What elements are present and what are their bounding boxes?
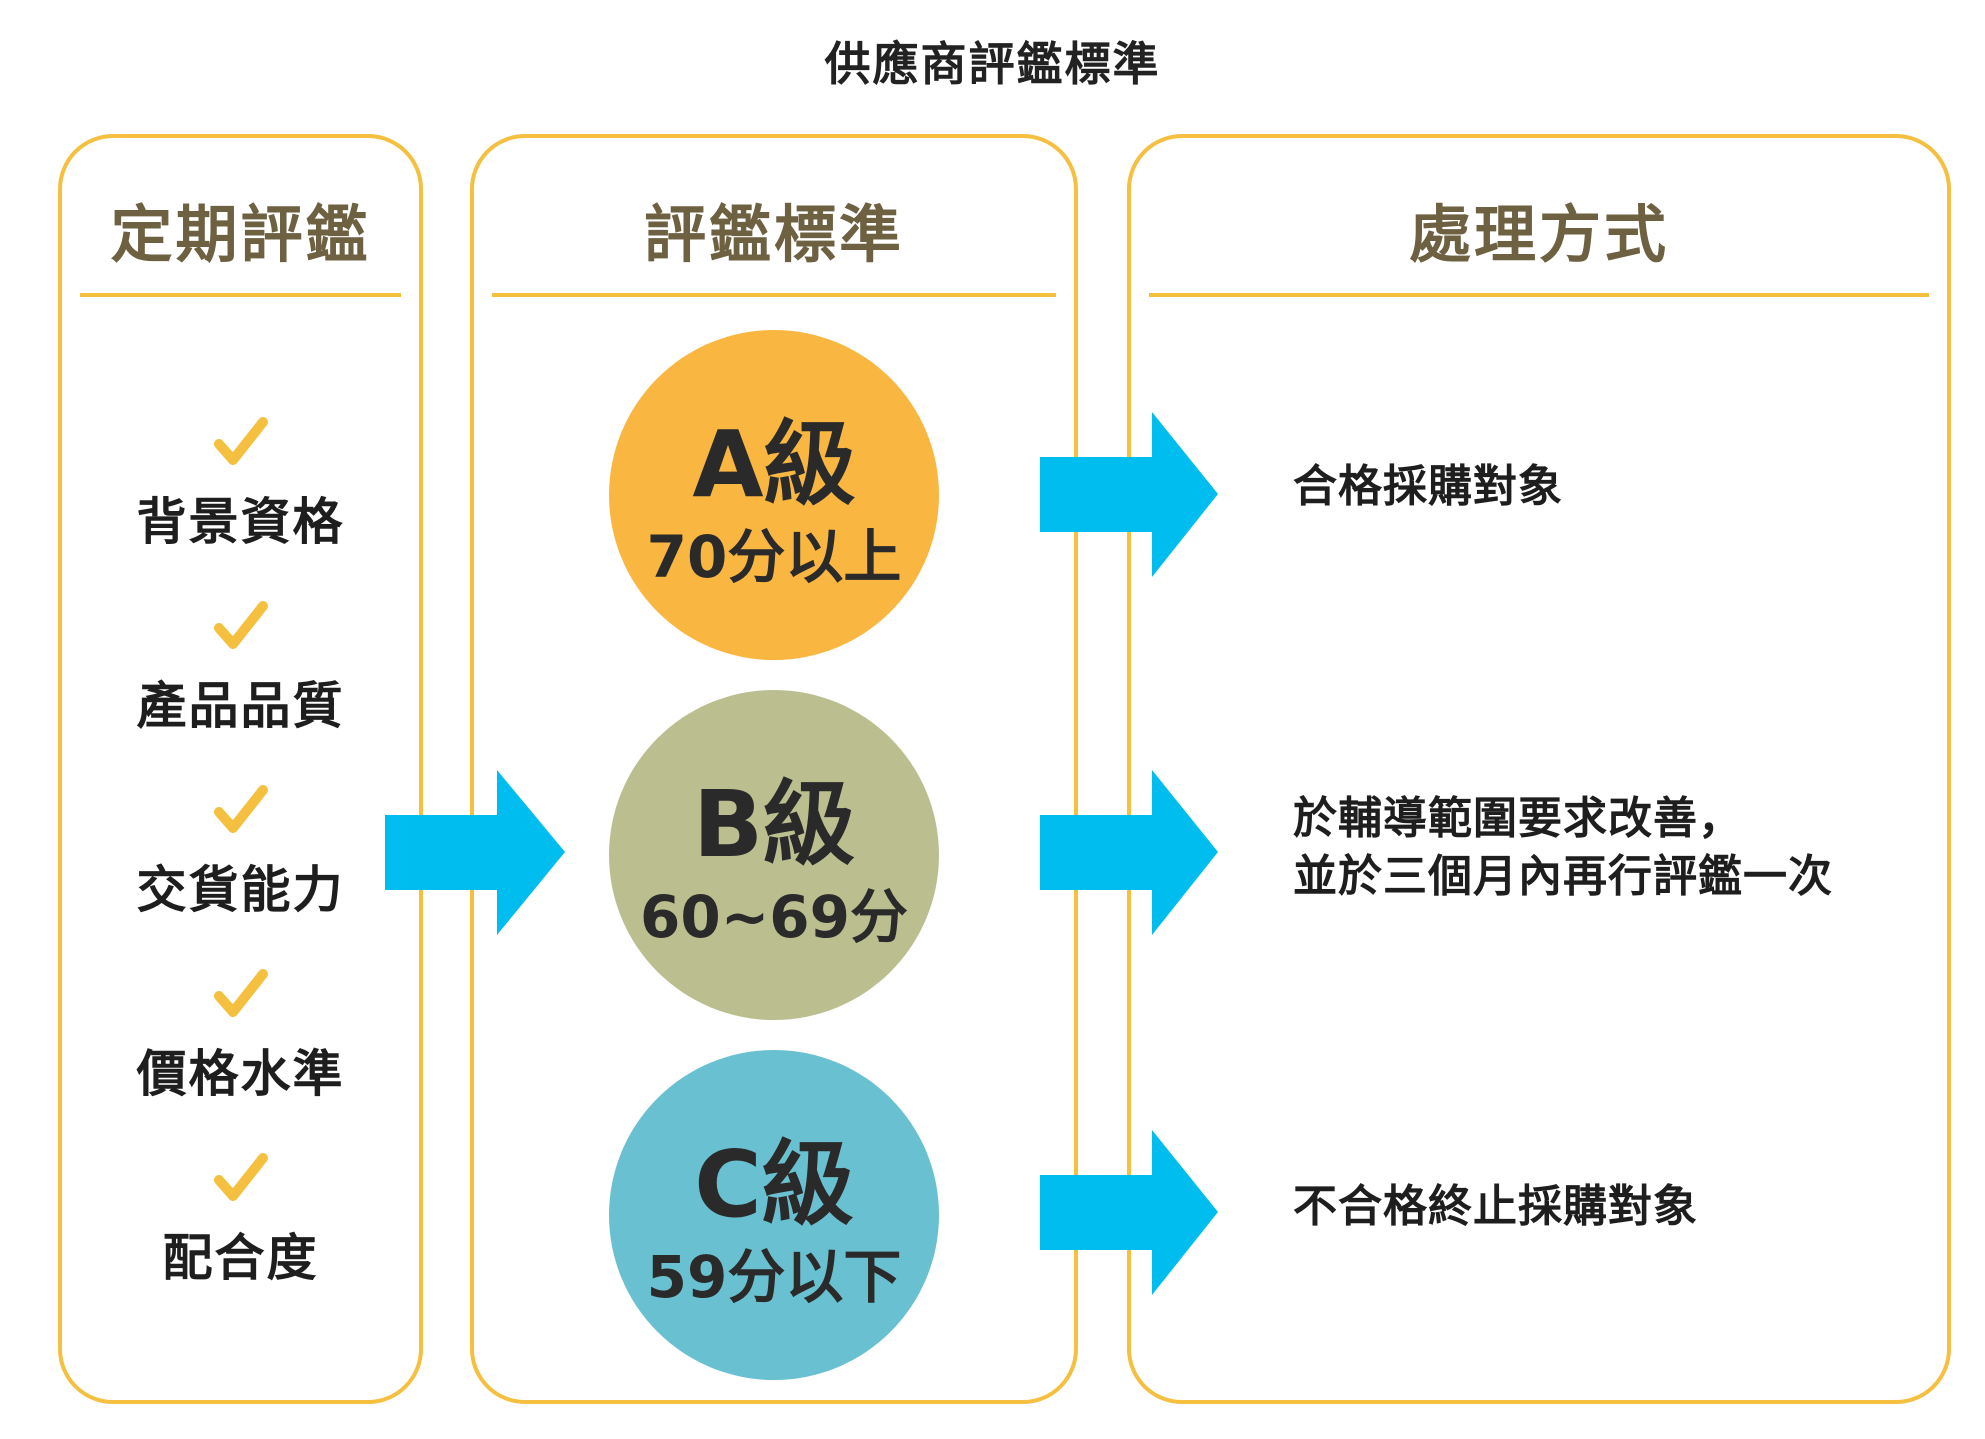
checkmark-icon — [213, 417, 268, 465]
grade-c-label: C級 — [694, 1131, 854, 1238]
criteria-label: 價格水準 — [136, 1045, 345, 1103]
action-line: 合格採購對象 — [1293, 461, 1563, 512]
evaluation-standard-header: 評鑑標準 — [643, 198, 904, 271]
handling-method-panel: 處理方式 — [1127, 134, 1951, 1404]
grade-a-label: A級 — [692, 411, 856, 518]
grade-b-range: 60~69分 — [639, 883, 909, 951]
checkmark-icon — [213, 601, 268, 649]
action-grade-c: 不合格終止採購對象 — [1293, 1178, 1698, 1236]
handling-method-header: 處理方式 — [1408, 198, 1669, 271]
grade-c-range: 59分以下 — [646, 1243, 902, 1311]
grade-a-circle: A級 70分以上 — [609, 330, 939, 660]
action-line: 於輔導範圍要求改善， — [1293, 793, 1743, 844]
action-line: 並於三個月內再行評鑑一次 — [1293, 851, 1833, 902]
criteria-label: 配合度 — [162, 1229, 319, 1287]
page-title: 供應商評鑑標準 — [824, 37, 1161, 91]
criteria-label: 交貨能力 — [136, 861, 345, 919]
action-line: 不合格終止採購對象 — [1293, 1181, 1698, 1232]
evaluation-standard-panel: 評鑑標準 — [470, 134, 1078, 1404]
grade-b-label: B級 — [692, 771, 856, 878]
periodic-evaluation-header: 定期評鑑 — [110, 198, 371, 271]
checkmark-icon — [213, 1153, 268, 1201]
criteria-label: 產品品質 — [136, 677, 345, 735]
action-grade-b: 於輔導範圍要求改善， 並於三個月內再行評鑑一次 — [1293, 790, 1833, 906]
arrow-grade-b-icon — [1040, 770, 1218, 935]
arrow-grade-c-icon — [1040, 1130, 1218, 1295]
arrow-grade-a-icon — [1040, 412, 1218, 577]
arrow-to-standard-icon — [385, 770, 565, 935]
header-divider — [1149, 293, 1929, 297]
checkmark-icon — [213, 969, 268, 1017]
header-divider — [492, 293, 1056, 297]
periodic-evaluation-panel: 定期評鑑 背景資格 產品品質 交貨能力 價格水準 配合度 — [58, 134, 423, 1404]
criteria-label: 背景資格 — [136, 493, 345, 551]
checkmark-icon — [213, 785, 268, 833]
grade-b-circle: B級 60~69分 — [609, 690, 939, 1020]
header-divider — [80, 293, 401, 297]
grade-a-range: 70分以上 — [646, 523, 902, 591]
grade-c-circle: C級 59分以下 — [609, 1050, 939, 1380]
action-grade-a: 合格採購對象 — [1293, 458, 1563, 516]
